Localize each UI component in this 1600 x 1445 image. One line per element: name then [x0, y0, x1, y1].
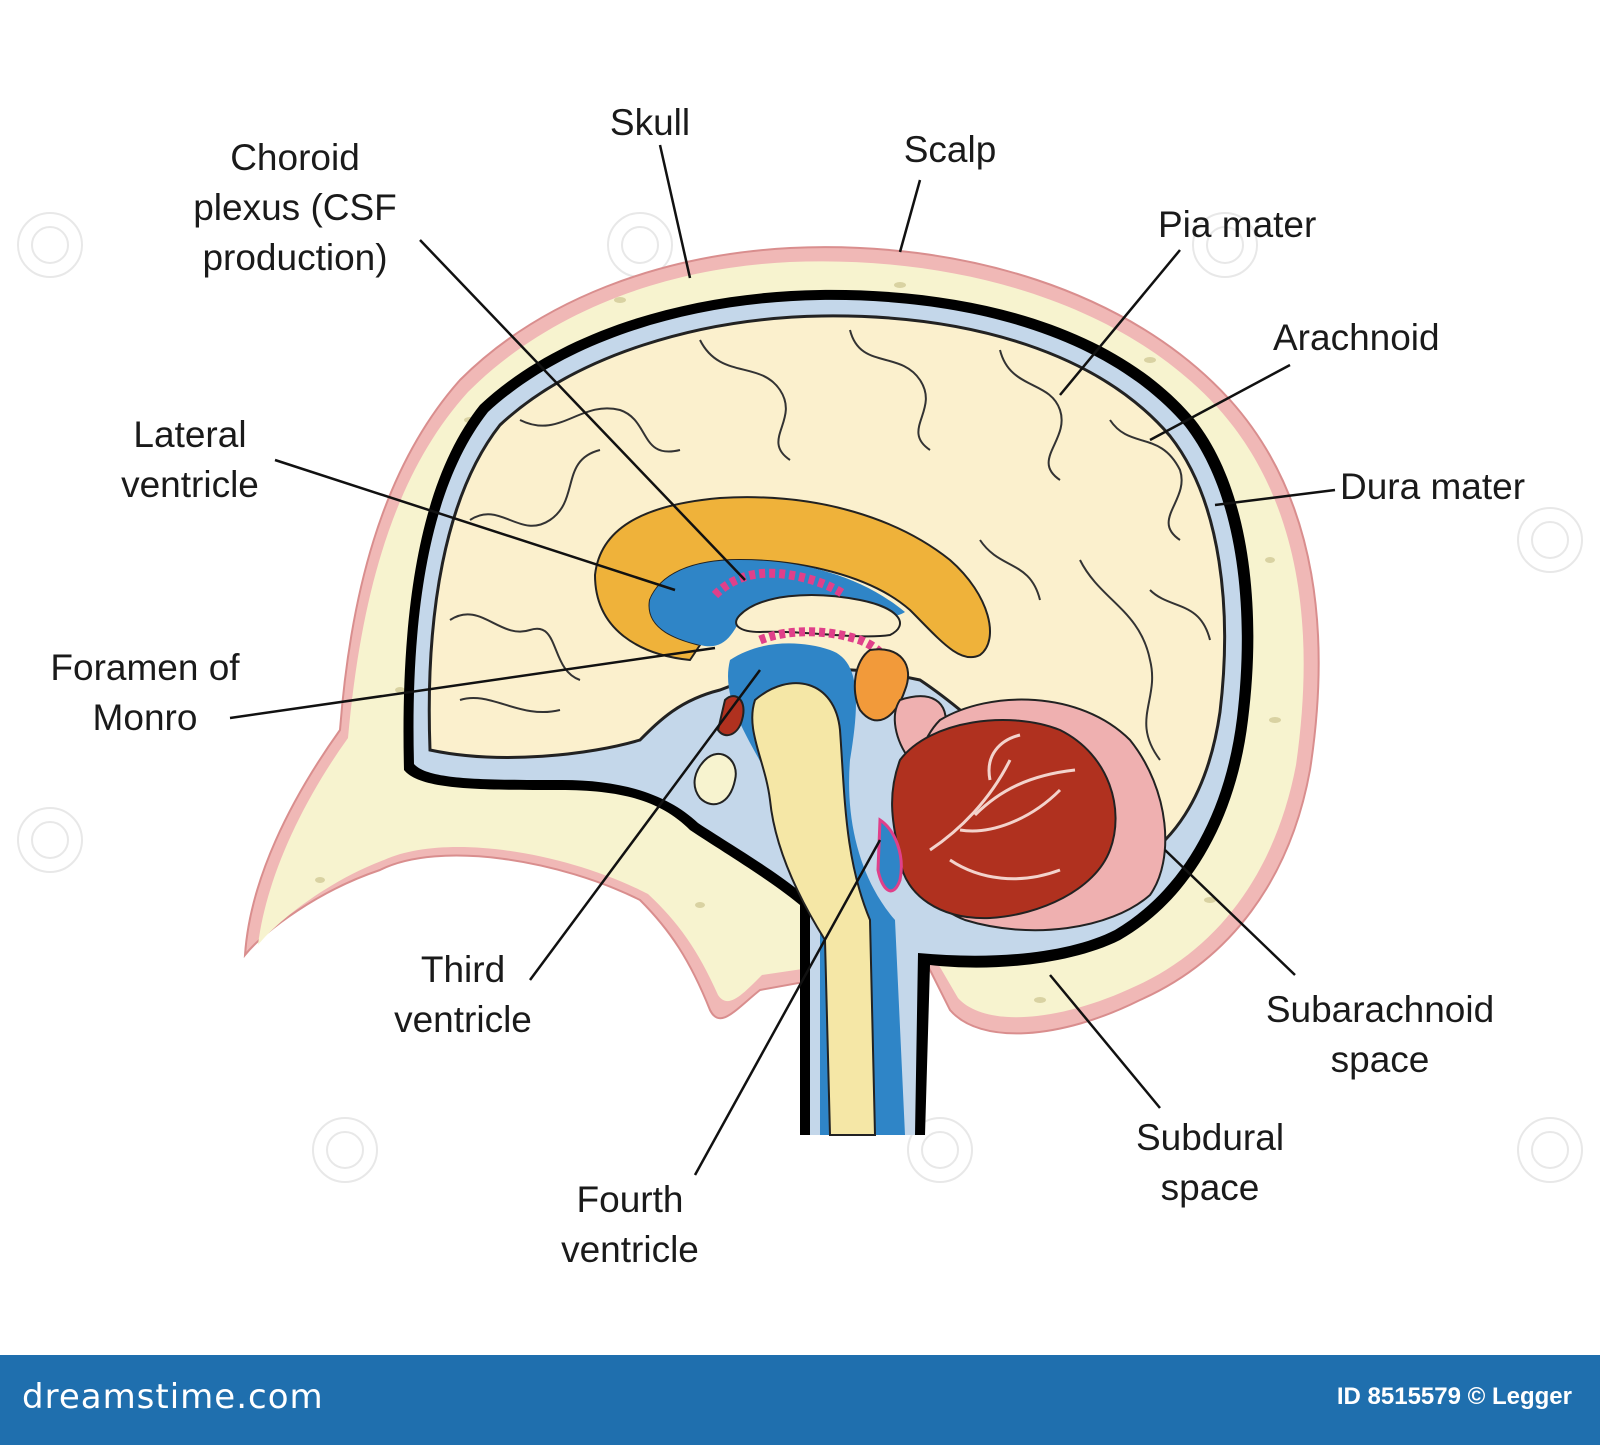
label-dura-mater: Dura mater — [1340, 466, 1526, 507]
fourth-ventricle-space — [876, 817, 903, 893]
leader-lines — [229, 144, 1336, 1176]
brainstem — [751, 682, 877, 1136]
brand-logo[interactable]: dreamstime.com — [22, 1377, 324, 1417]
image-credit: ID 8515579 © Legger — [1336, 1383, 1572, 1410]
label-choroid-plexus: Choroid plexus (CSF production) — [193, 137, 397, 278]
label-third-ventricle: Third ventricle — [394, 949, 532, 1040]
label-lateral-ventricle: Lateral ventricle — [121, 414, 259, 505]
footer-bar: dreamstime.com ID 8515579 © Legger — [0, 1355, 1600, 1445]
label-subdural-space: Subdural space — [1135, 1117, 1285, 1208]
fornix — [735, 594, 901, 638]
optic-region — [716, 695, 745, 737]
gyri-folds — [449, 329, 1211, 761]
label-pia-mater: Pia mater — [1158, 204, 1317, 245]
arbor-vitae — [929, 733, 1076, 881]
pituitary — [693, 753, 737, 806]
label-scalp: Scalp — [903, 129, 997, 170]
label-foramen-of-monro: Foramen of Monro — [50, 647, 240, 738]
watermark-pattern — [17, 212, 1583, 1183]
thalamus — [853, 648, 910, 722]
label-arachnoid: Arachnoid — [1273, 317, 1440, 358]
label-skull: Skull — [609, 102, 691, 143]
lateral-ventricle — [649, 560, 905, 647]
label-subarachnoid-space: Subarachnoid space — [1265, 989, 1495, 1080]
brain-ventricles-diagram — [17, 144, 1583, 1183]
label-fourth-ventricle: Fourth ventricle — [561, 1179, 699, 1270]
